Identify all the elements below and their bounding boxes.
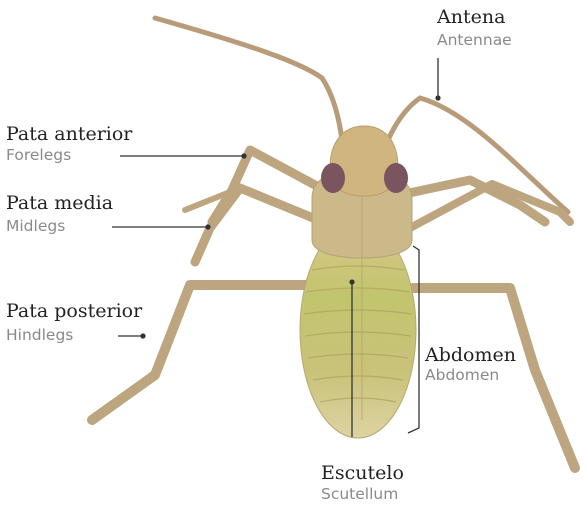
label-midlegs: Pata media Midlegs: [6, 192, 113, 235]
label-scutellum-en: Scutellum: [321, 485, 404, 503]
label-midlegs-es: Pata media: [6, 192, 113, 214]
label-forelegs-es: Pata anterior: [6, 123, 132, 145]
label-abdomen-es: Abdomen: [425, 344, 516, 366]
antenna-left: [155, 18, 342, 140]
insect-body: [300, 126, 416, 438]
label-antenna-en: Antennae: [437, 31, 512, 49]
label-hindlegs: Pata posterior Hindlegs: [6, 300, 142, 344]
label-abdomen-en: Abdomen: [425, 366, 516, 384]
label-forelegs: Pata anterior Forelegs: [6, 123, 132, 164]
label-antenna-es: Antena: [437, 6, 512, 28]
label-hindlegs-en: Hindlegs: [6, 326, 142, 344]
foreleg-left: [212, 150, 328, 222]
label-scutellum-es: Escutelo: [321, 462, 404, 484]
label-forelegs-en: Forelegs: [6, 146, 132, 164]
label-hindlegs-es: Pata posterior: [6, 300, 142, 322]
label-abdomen: Abdomen Abdomen: [425, 344, 516, 384]
eye-left: [321, 163, 345, 193]
label-midlegs-en: Midlegs: [6, 217, 113, 235]
label-scutellum: Escutelo Scutellum: [321, 462, 404, 503]
eye-right: [384, 163, 408, 193]
label-antenna: Antena Antennae: [437, 6, 512, 49]
